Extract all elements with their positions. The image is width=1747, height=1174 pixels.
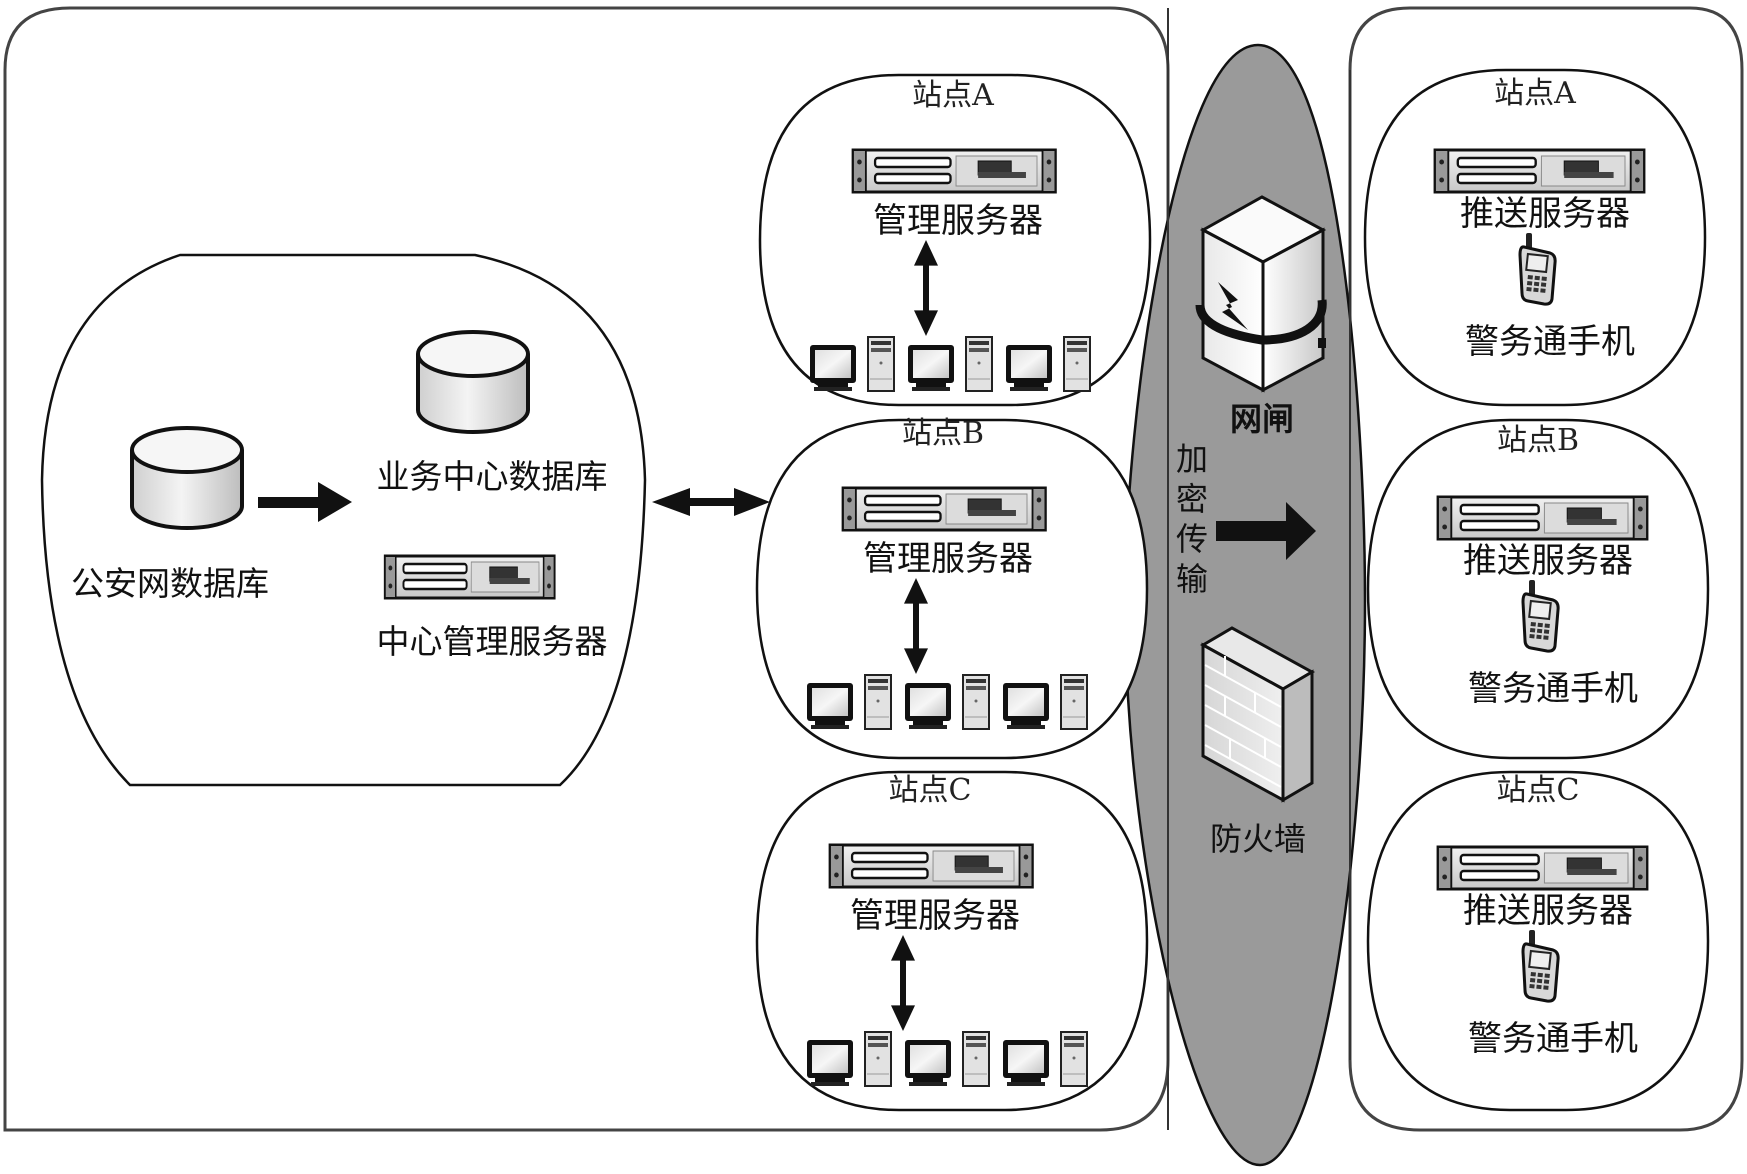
left-site-a: 站点A 管理服务器 xyxy=(758,73,1152,407)
push-server-icon xyxy=(1436,495,1649,541)
management-server-label: 管理服务器 xyxy=(863,539,1033,579)
core-sites-arrow xyxy=(652,488,770,516)
network-gateway-icon xyxy=(1195,195,1327,393)
desktop-tower-icon xyxy=(965,336,993,392)
site-name: 站点A xyxy=(1494,76,1576,111)
source-database-label: 公安网数据库 xyxy=(71,564,269,603)
site-name: 站点C xyxy=(1497,773,1580,808)
svg-text:加: 加 xyxy=(1176,440,1208,478)
management-server-label: 管理服务器 xyxy=(850,896,1020,936)
desktop-tower-icon xyxy=(864,1031,892,1087)
core-zone xyxy=(40,253,647,787)
firewall-label: 防火墙 xyxy=(1210,820,1306,858)
site-name: 站点B xyxy=(1497,423,1579,458)
police-phone-label: 警务通手机 xyxy=(1468,669,1638,709)
management-server-icon xyxy=(841,486,1047,532)
business-database-icon xyxy=(416,330,530,434)
push-server-label: 推送服务器 xyxy=(1463,541,1633,581)
right-site-boundary xyxy=(1366,770,1710,1112)
site-name: 站点B xyxy=(902,416,984,451)
left-site-b: 站点B 管理服务器 xyxy=(755,416,1149,760)
police-phone-label: 警务通手机 xyxy=(1465,322,1635,362)
management-server-icon xyxy=(828,843,1034,889)
desktop-tower-icon xyxy=(1060,674,1088,730)
svg-text:密: 密 xyxy=(1176,480,1208,518)
sync-arrow xyxy=(258,482,352,522)
desktop-tower-icon xyxy=(962,1031,990,1087)
left-site-c: 站点C 管理服务器 xyxy=(755,770,1149,1112)
transfer-arrow xyxy=(1216,502,1316,560)
encrypted-transfer-label: 加 密 传 输 xyxy=(1176,440,1208,598)
network-gateway-label: 网闸 xyxy=(1230,400,1294,438)
management-server-label: 管理服务器 xyxy=(873,201,1043,241)
center-server-label: 中心管理服务器 xyxy=(377,622,608,661)
firewall-icon xyxy=(1199,626,1316,803)
push-server-icon xyxy=(1433,148,1646,194)
desktop-tower-icon xyxy=(867,336,895,392)
management-server-icon xyxy=(851,148,1057,194)
desktop-tower-icon xyxy=(1060,1031,1088,1087)
svg-text:输: 输 xyxy=(1176,560,1208,598)
police-phone-label: 警务通手机 xyxy=(1468,1019,1638,1059)
desktop-tower-icon xyxy=(1063,336,1091,392)
svg-text:传: 传 xyxy=(1176,520,1208,558)
business-database-label: 业务中心数据库 xyxy=(377,457,608,496)
desktop-tower-icon xyxy=(864,674,892,730)
source-database-icon xyxy=(130,426,244,530)
push-server-icon xyxy=(1436,845,1649,891)
center-server-icon xyxy=(383,554,556,600)
site-name: 站点C xyxy=(889,773,972,808)
desktop-tower-icon xyxy=(962,674,990,730)
site-name: 站点A xyxy=(912,78,994,113)
push-server-label: 推送服务器 xyxy=(1460,194,1630,234)
push-server-label: 推送服务器 xyxy=(1463,891,1633,931)
